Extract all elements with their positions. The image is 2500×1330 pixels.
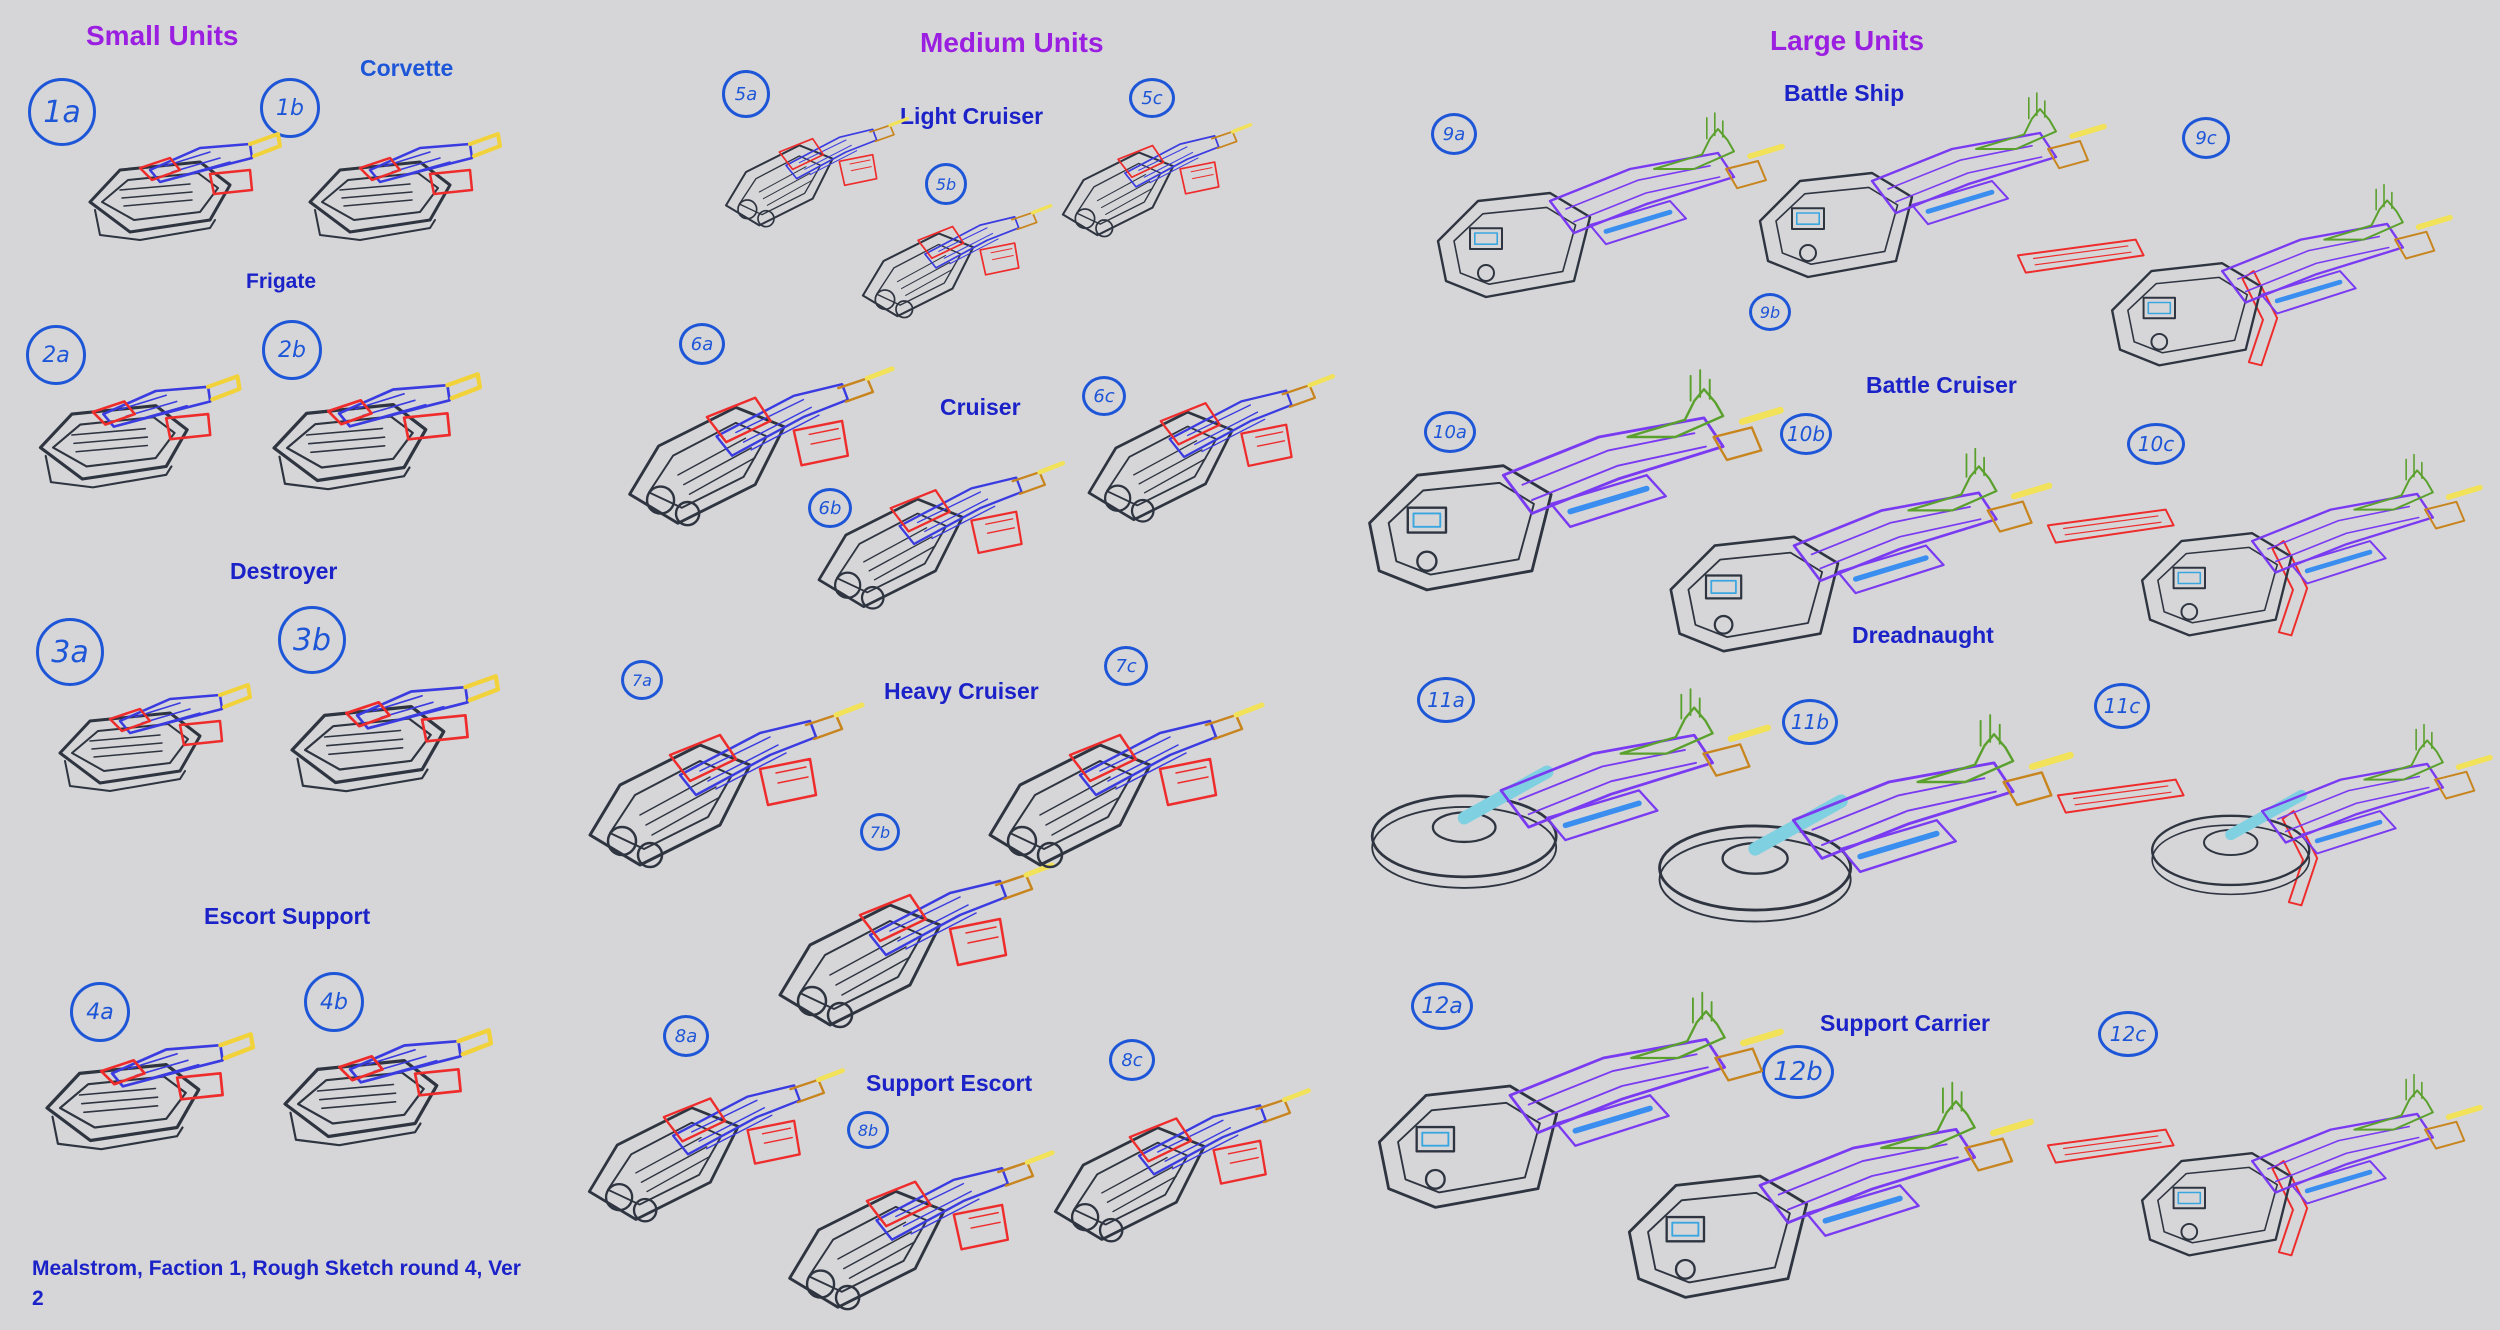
ship-sketch-1b xyxy=(308,132,502,242)
variant-label-4b: 4b xyxy=(304,972,364,1032)
category-cruiser: Cruiser xyxy=(940,394,1021,420)
ship-sketch-9a xyxy=(1436,80,1790,299)
variant-label-11b: 11b xyxy=(1782,699,1838,745)
ship-sketch-11b xyxy=(1650,700,2080,950)
variant-label-6c: 6c xyxy=(1082,376,1126,416)
variant-label-7b: 7b xyxy=(860,813,900,851)
variant-label-11a: 11a xyxy=(1417,677,1475,723)
category-battle-cruiser: Battle Cruiser xyxy=(1866,372,2017,398)
ship-sketch-12c xyxy=(2046,1040,2480,1257)
variant-label-8a: 8a xyxy=(663,1015,709,1057)
variant-label-9b: 9b xyxy=(1749,293,1791,331)
ship-sketch-10c xyxy=(2046,420,2480,637)
ship-sketch-3a xyxy=(58,683,252,793)
ship-sketch-4b xyxy=(283,1026,518,1147)
category-support-carrier: Support Carrier xyxy=(1820,1010,1990,1036)
ship-sketch-11c xyxy=(2056,690,2490,907)
variant-label-5a: 5a xyxy=(722,70,770,118)
variant-label-5c: 5c xyxy=(1129,78,1175,118)
category-light-cruiser: Light Cruiser xyxy=(900,103,1044,129)
variant-label-12a: 12a xyxy=(1411,982,1473,1030)
variant-label-7c: 7c xyxy=(1104,646,1148,686)
section-title-large: Large Units xyxy=(1770,25,1925,56)
variant-label-4a: 4a xyxy=(70,982,130,1042)
category-dreadnaught: Dreadnaught xyxy=(1852,622,1994,648)
category-escort-support: Escort Support xyxy=(204,903,371,929)
ship-sketch-7c xyxy=(988,690,1270,869)
variant-label-12b: 12b xyxy=(1762,1045,1834,1099)
ship-sketch-3b xyxy=(290,672,510,793)
variant-label-3b: 3b xyxy=(278,606,346,674)
category-frigate: Frigate xyxy=(246,270,317,293)
variant-label-10b: 10b xyxy=(1780,413,1832,455)
variant-label-10c: 10c xyxy=(2127,423,2185,465)
variant-label-6b-cruiser: 6b xyxy=(808,488,852,528)
ship-sketch-10b xyxy=(1669,440,2060,653)
variant-label-1a: 1a xyxy=(28,78,96,146)
variant-label-1b: 1b xyxy=(260,78,320,138)
category-support-escort: Support Escort xyxy=(866,1070,1033,1096)
category-battle-ship: Battle Ship xyxy=(1784,80,1905,106)
category-destroyer: Destroyer xyxy=(230,558,338,584)
variant-label-2b: 2b xyxy=(262,320,322,380)
category-corvette: Corvette xyxy=(360,55,454,81)
ship-sketch-12b xyxy=(1627,1070,2040,1299)
ship-sketch-2a xyxy=(38,370,250,489)
variant-label-12c: 12c xyxy=(2098,1011,2158,1057)
variant-label-11c: 11c xyxy=(2094,683,2150,729)
variant-label-2a: 2a xyxy=(26,325,86,385)
ship-sketch-4a xyxy=(45,1030,270,1151)
variant-label-9c: 9c xyxy=(2182,117,2230,159)
ship-sketch-8c xyxy=(1053,1070,1316,1243)
ship-sketch-8b xyxy=(788,1140,1060,1311)
ship-sketch-2b xyxy=(272,370,492,491)
ship-sketch-9c xyxy=(2016,150,2450,367)
ship-sketch-6b xyxy=(817,450,1070,610)
variant-label-6b: 5b xyxy=(925,163,967,205)
ship-sketch-1a xyxy=(88,132,282,242)
section-title-small: Small Units xyxy=(86,20,239,51)
ship-sketch-5c xyxy=(1061,123,1253,238)
variant-label-8c: 8c xyxy=(1109,1039,1155,1081)
section-title-medium: Medium Units xyxy=(920,27,1104,58)
variant-label-10a: 10a xyxy=(1424,411,1476,453)
ship-sketch-5b xyxy=(861,204,1053,319)
category-heavy-cruiser: Heavy Cruiser xyxy=(884,678,1039,704)
variant-label-9a: 9a xyxy=(1431,113,1477,155)
variant-label-6a: 6a xyxy=(679,323,725,365)
variant-label-7a: 7a xyxy=(621,660,663,700)
variant-label-8b: 8b xyxy=(847,1111,889,1149)
sheet-caption: Mealstrom, Faction 1, Rough Sketch round… xyxy=(32,1257,521,1310)
variant-label-3a: 3a xyxy=(36,618,104,686)
ship-sketch-6c xyxy=(1087,358,1340,523)
